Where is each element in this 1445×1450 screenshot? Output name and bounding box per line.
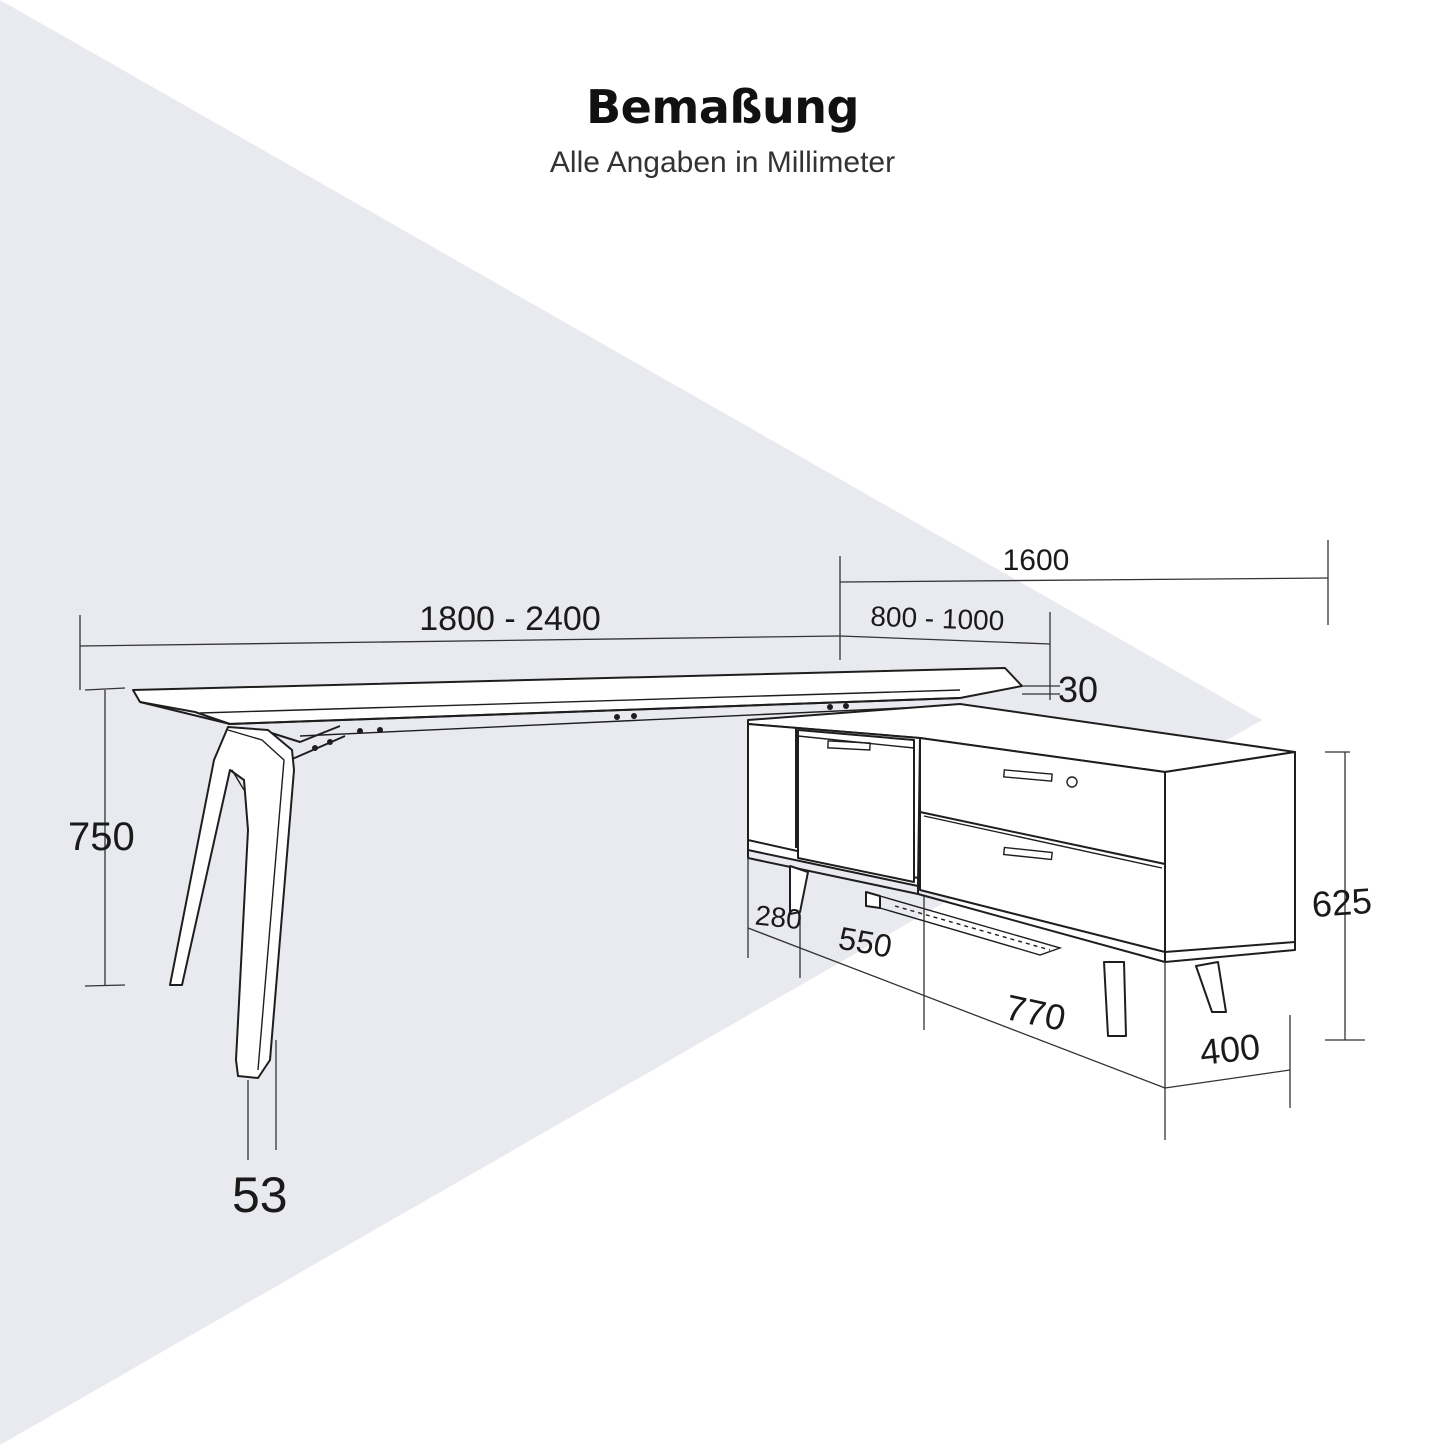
background-wedge-top bbox=[0, 0, 1262, 720]
page-subtitle: Alle Angaben in Millimeter bbox=[549, 146, 896, 179]
dim-label-desk-height: 750 bbox=[68, 815, 135, 859]
dim-label-cabinet-width: 770 bbox=[1002, 986, 1069, 1039]
page-title: Bemaßung bbox=[586, 80, 859, 134]
background-wedge bbox=[0, 0, 1262, 1445]
desk-top bbox=[132, 667, 1023, 737]
side-cabinet bbox=[747, 703, 1296, 1037]
dim-label-side-height: 625 bbox=[1310, 880, 1373, 925]
dim-label-desk-length: 1800 - 2400 bbox=[419, 600, 601, 638]
dim-label-total-width: 1600 bbox=[1003, 544, 1070, 577]
dim-label-open-shelf: 280 bbox=[754, 900, 804, 936]
dimension-lines bbox=[79, 540, 1365, 1160]
dim-label-cabinet-depth: 400 bbox=[1198, 1026, 1262, 1073]
dim-label-top-thickness: 30 bbox=[1058, 669, 1098, 710]
desk-legs bbox=[169, 726, 295, 1079]
dim-label-leg-width: 53 bbox=[232, 1167, 288, 1223]
dim-label-desk-depth: 800 - 1000 bbox=[870, 601, 1005, 637]
